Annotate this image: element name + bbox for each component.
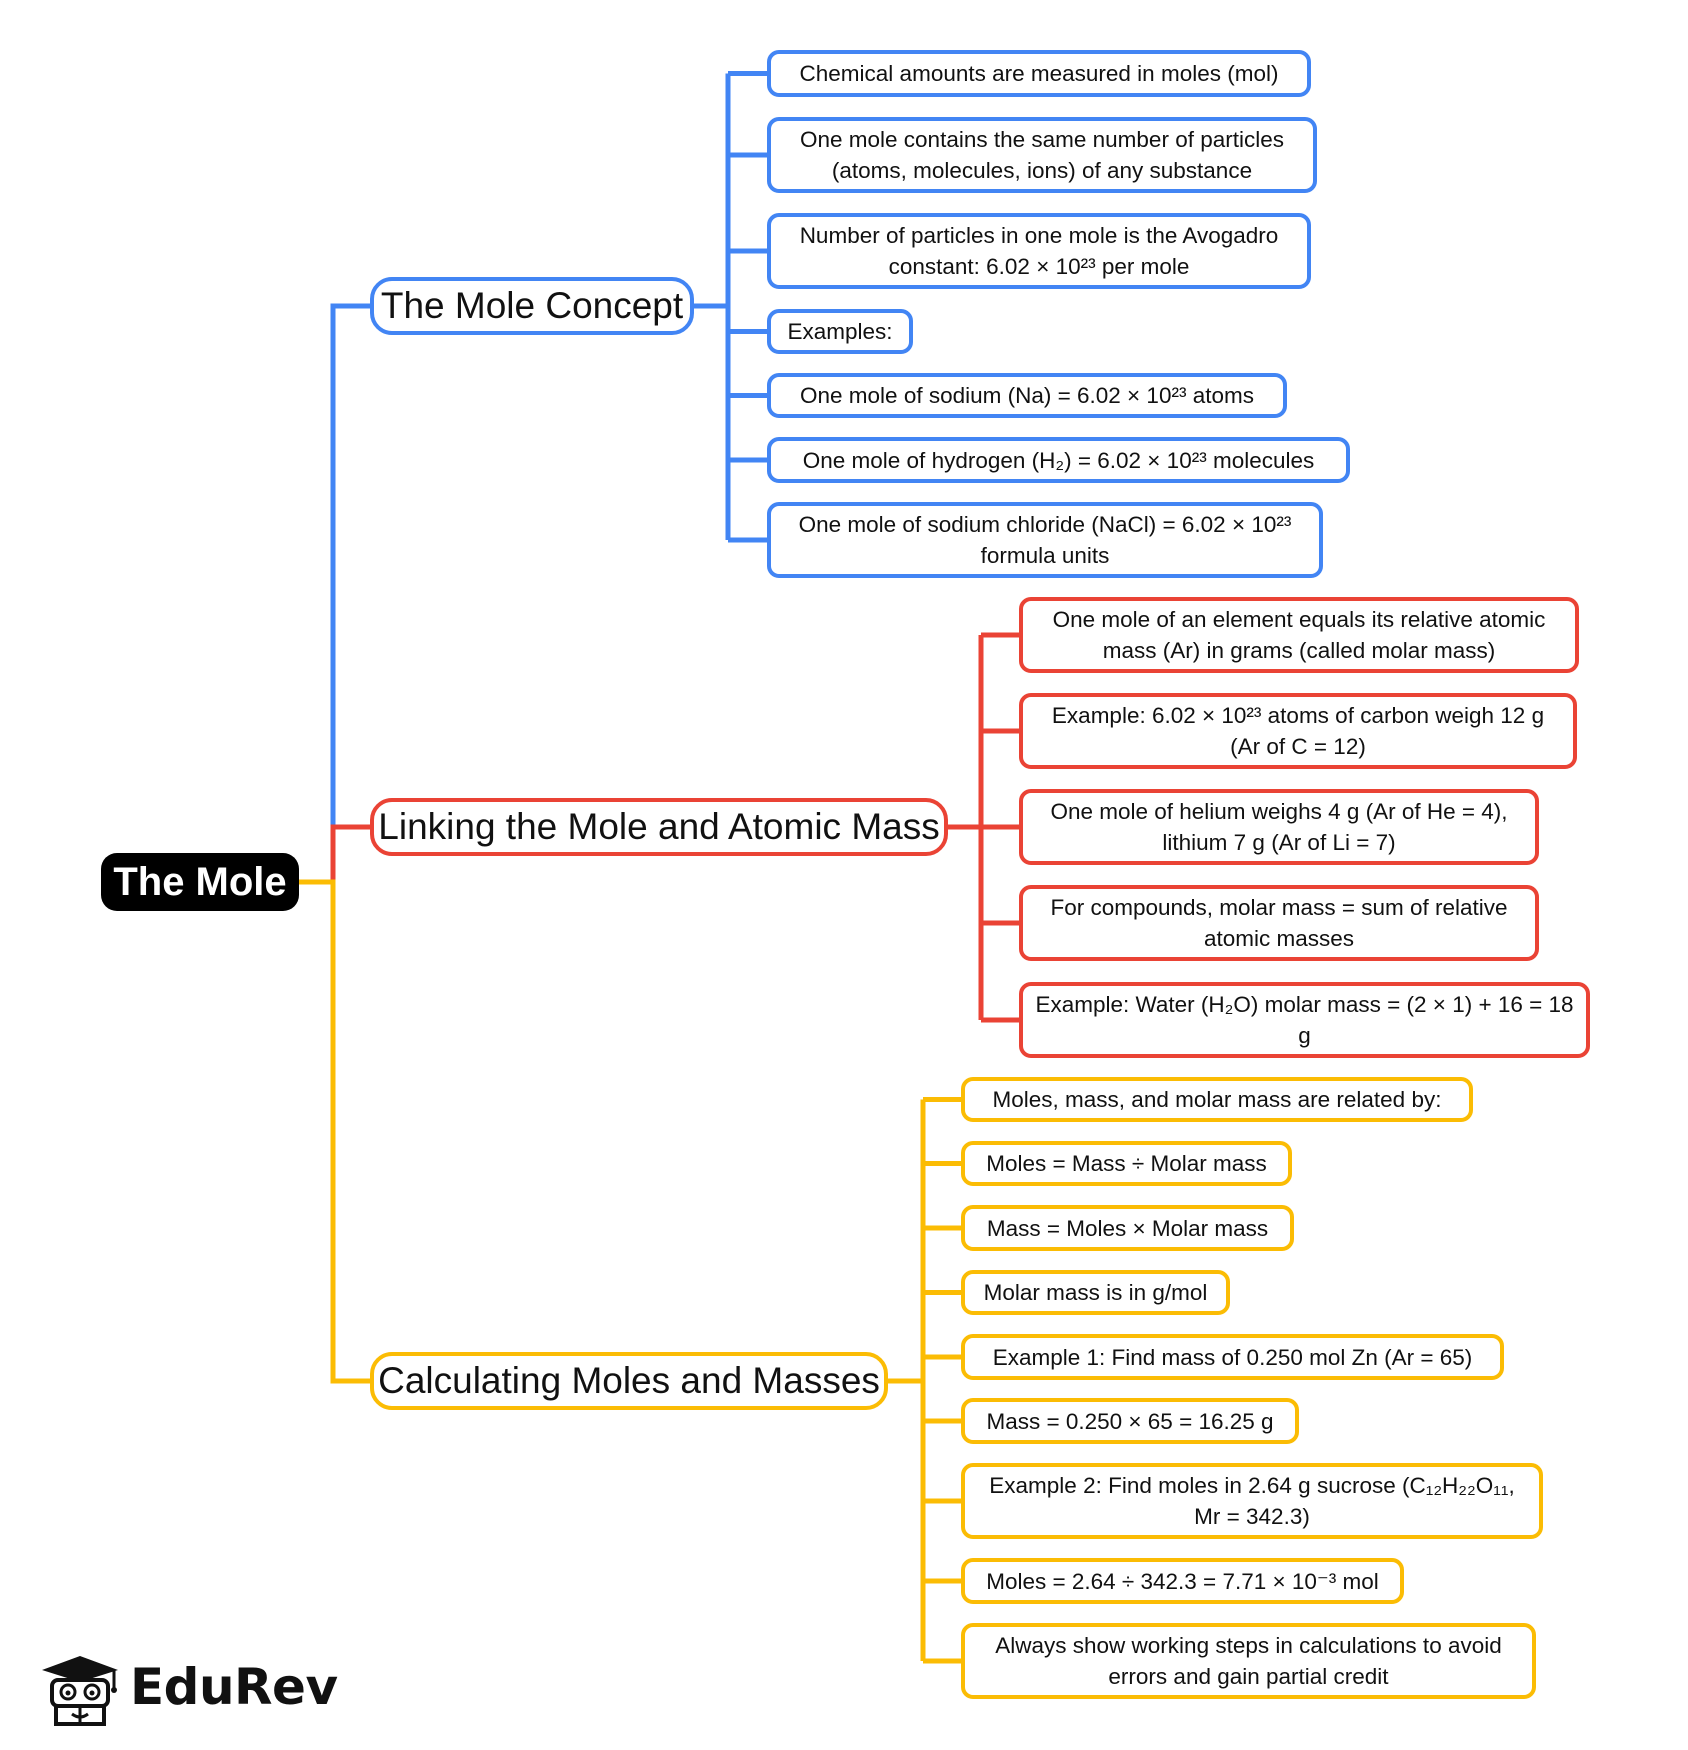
leaf-calculating-8: Moles = 2.64 ÷ 342.3 = 7.71 × 10⁻³ mol [961,1558,1404,1604]
leaf-linking-5: Example: Water (H₂O) molar mass = (2 × 1… [1019,982,1590,1058]
edurev-logo: EduRev [34,1650,338,1730]
connector-root-branch-2 [299,879,370,1384]
leaf-calculating-5: Example 1: Find mass of 0.250 mol Zn (Ar… [961,1334,1504,1380]
logo-text: EduRev [130,1658,338,1716]
leaf-calculating-7: Example 2: Find moles in 2.64 g sucrose … [961,1463,1543,1539]
leaf-mole-concept-3: Number of particles in one mole is the A… [767,213,1311,289]
leaf-mole-concept-7: One mole of sodium chloride (NaCl) = 6.0… [767,502,1323,578]
branch-calculating-moles-masses: Calculating Moles and Masses [370,1352,888,1410]
branch-mole-concept: The Mole Concept [370,277,694,335]
branch-linking-mole-atomic-mass: Linking the Mole and Atomic Mass [370,798,948,856]
leaf-linking-1: One mole of an element equals its relati… [1019,597,1579,673]
connector-root-branch-1 [299,824,370,885]
leaf-mole-concept-6: One mole of hydrogen (H₂) = 6.02 × 10²³ … [767,437,1350,483]
graduation-cap-mascot-icon [42,1656,118,1726]
leaf-linking-3: One mole of helium weighs 4 g (Ar of He … [1019,789,1539,865]
leaf-mole-concept-1: Chemical amounts are measured in moles (… [767,50,1311,97]
leaf-calculating-3: Mass = Moles × Molar mass [961,1205,1294,1251]
connector-root-branch-0 [299,303,370,885]
root-node: The Mole [101,853,299,911]
leaf-calculating-4: Molar mass is in g/mol [961,1270,1230,1315]
leaf-calculating-1: Moles, mass, and molar mass are related … [961,1077,1473,1122]
leaf-calculating-6: Mass = 0.250 × 65 = 16.25 g [961,1398,1299,1444]
leaf-linking-4: For compounds, molar mass = sum of relat… [1019,885,1539,961]
leaf-linking-2: Example: 6.02 × 10²³ atoms of carbon wei… [1019,693,1577,769]
leaf-mole-concept-2: One mole contains the same number of par… [767,117,1317,193]
leaf-calculating-2: Moles = Mass ÷ Molar mass [961,1141,1292,1186]
leaf-mole-concept-4: Examples: [767,309,913,354]
leaf-calculating-9: Always show working steps in calculation… [961,1623,1536,1699]
leaf-mole-concept-5: One mole of sodium (Na) = 6.02 × 10²³ at… [767,373,1287,418]
